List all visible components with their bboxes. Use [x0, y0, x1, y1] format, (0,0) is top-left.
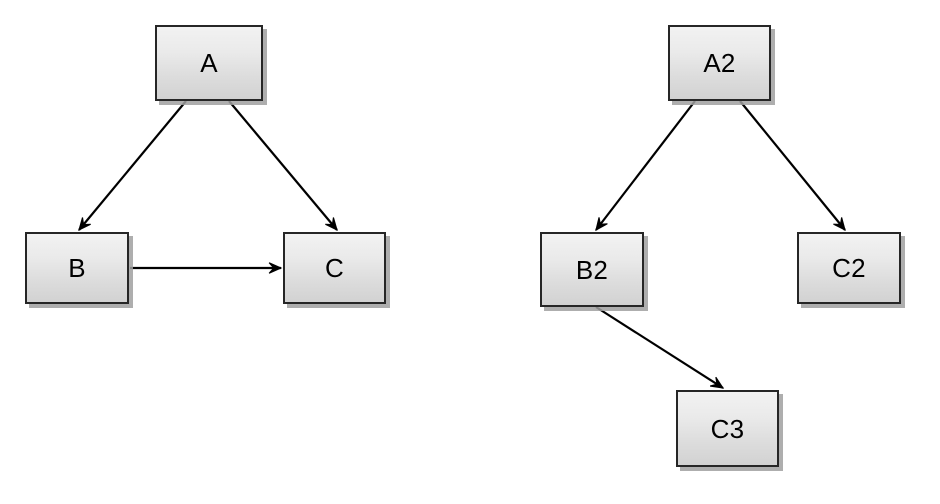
- node-c2[interactable]: C2: [797, 232, 901, 304]
- edge-arrowhead: [709, 376, 725, 389]
- edge-a-c[interactable]: [228, 100, 338, 232]
- edge-a2-b2[interactable]: [595, 100, 696, 232]
- node-label: C: [325, 253, 344, 283]
- edge-line: [739, 100, 846, 231]
- node-a2[interactable]: A2: [668, 25, 771, 101]
- node-b[interactable]: B: [25, 232, 129, 304]
- edge-line: [595, 100, 696, 231]
- node-a[interactable]: A: [155, 25, 263, 101]
- edge-arrowhead: [833, 217, 846, 232]
- edge-a2-c2[interactable]: [739, 100, 846, 232]
- node-label: A: [200, 48, 218, 78]
- edge-arrowhead: [78, 217, 91, 232]
- edge-arrowhead: [325, 217, 338, 232]
- edge-line: [78, 100, 187, 231]
- edge-b2-c3[interactable]: [595, 306, 725, 389]
- node-label: A2: [703, 48, 736, 78]
- edge-line: [595, 306, 724, 389]
- edge-line: [228, 100, 338, 231]
- node-label: B2: [575, 254, 609, 285]
- edge-b-c[interactable]: [130, 262, 283, 274]
- node-c[interactable]: C: [283, 232, 386, 304]
- node-b2[interactable]: B2: [540, 232, 644, 307]
- node-label: C3: [710, 413, 745, 444]
- edge-arrowhead: [595, 217, 608, 232]
- node-c3[interactable]: C3: [676, 390, 779, 467]
- node-label: C2: [832, 253, 866, 283]
- edge-arrowhead: [268, 262, 283, 274]
- edge-a-b[interactable]: [78, 100, 187, 232]
- node-label: B: [68, 253, 86, 283]
